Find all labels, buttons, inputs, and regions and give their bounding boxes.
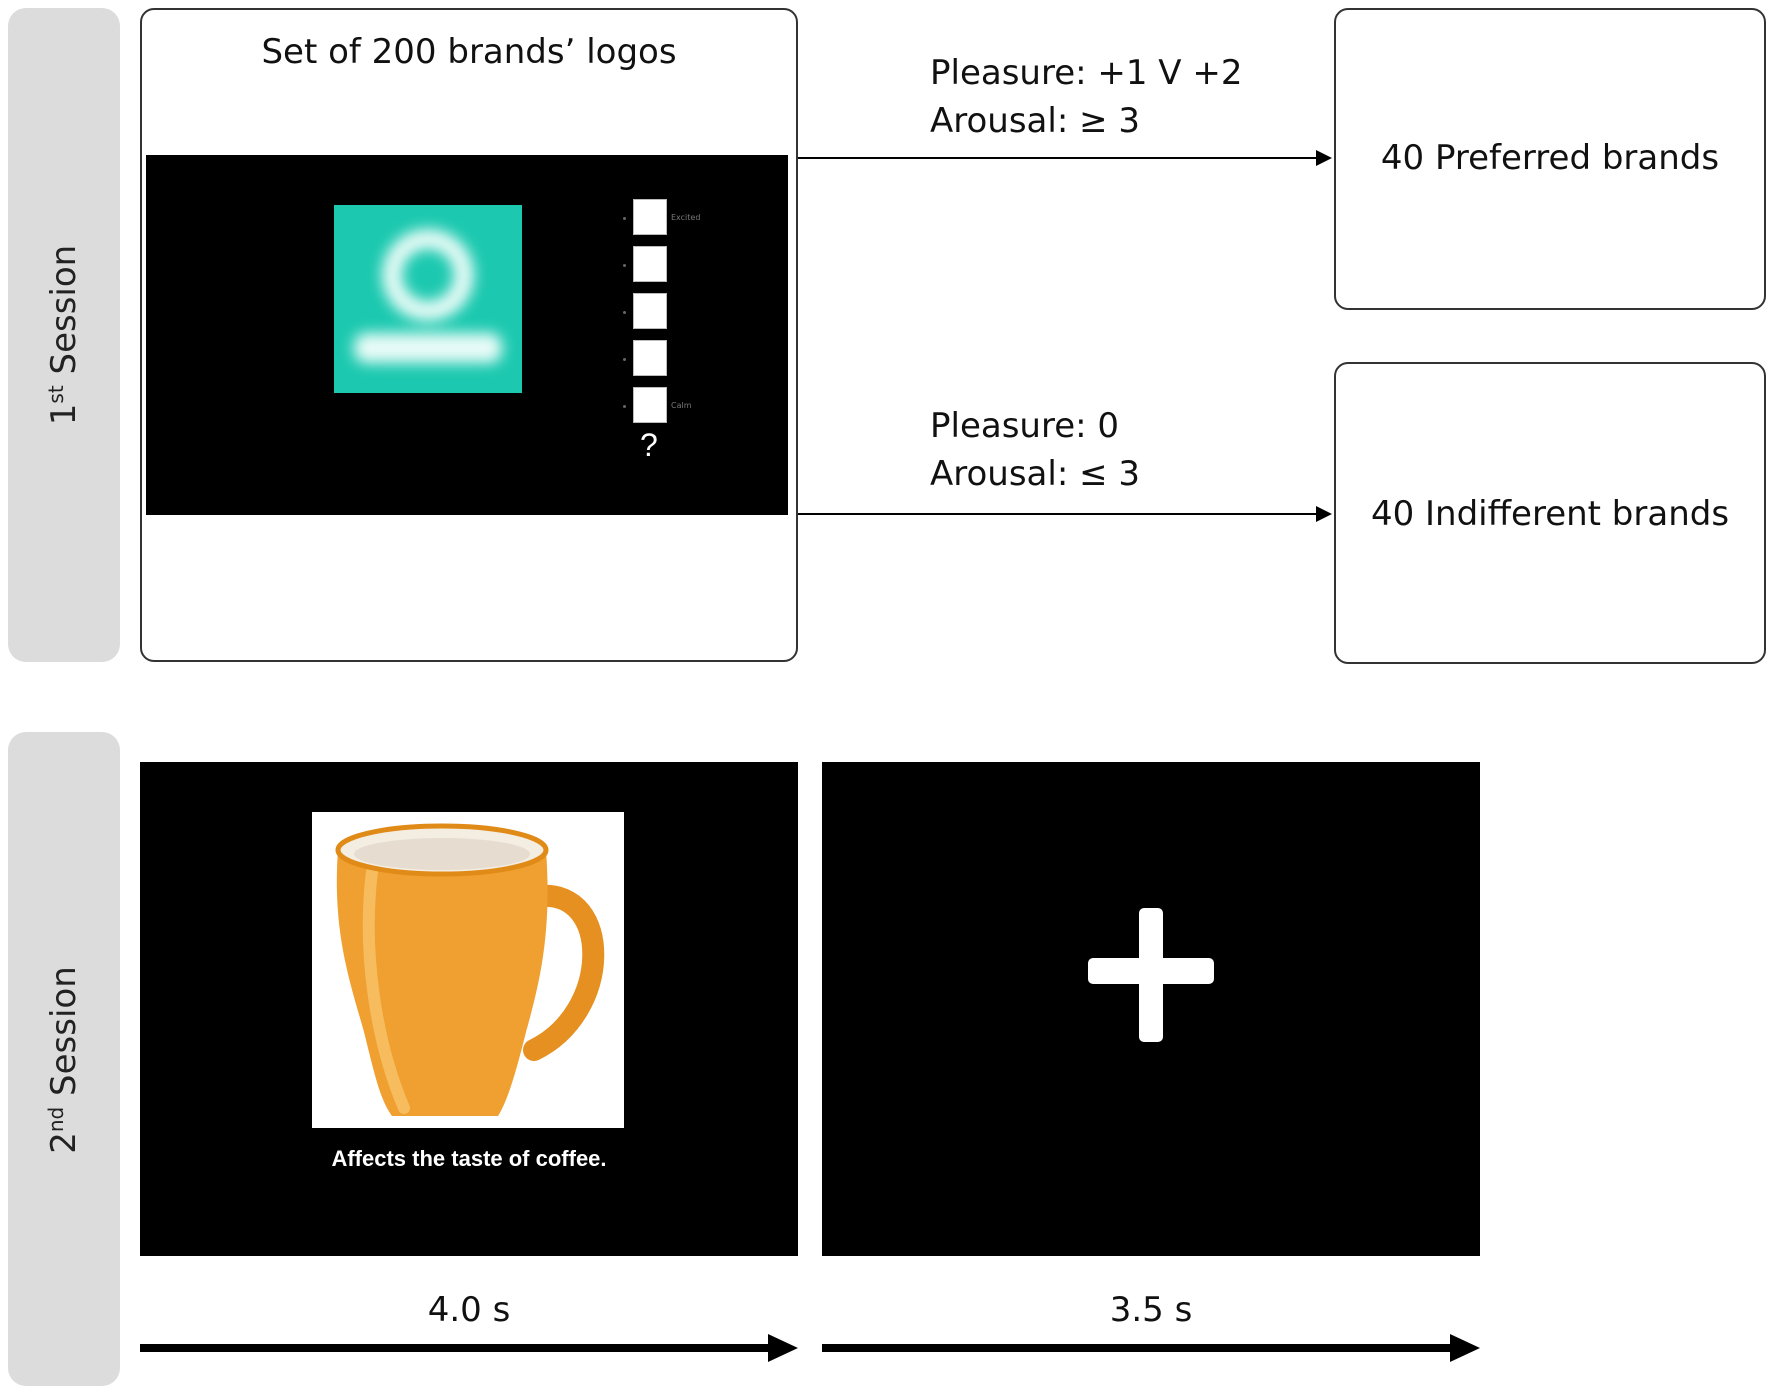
rating-screen: Excited Calm ? [146,155,788,515]
product-image [312,812,624,1128]
indifferent-brands-label: 40 Indifferent brands [1370,494,1730,534]
session1-band [8,8,120,662]
preferred-criteria-arousal: Arousal: ≥ 3 [930,101,1141,141]
fixation-cross-vertical [1139,908,1163,1042]
sam-radio-3[interactable] [623,311,626,314]
logo-mark-icon [354,229,502,363]
sam-top-label: Excited [671,213,701,222]
arrow-head-indifferent [1316,506,1332,522]
stimulus-duration: 4.0 s [427,1290,511,1330]
timeline-arrows [140,1334,1480,1362]
preferred-brands-box: 40 Preferred brands [1334,8,1766,310]
stimulus-caption: Affects the taste of coffee. [331,1146,607,1171]
session2-band [8,732,120,1386]
indifferent-criteria-pleasure: Pleasure: 0 [930,406,1120,446]
sam-radio-2[interactable] [623,264,626,267]
timeline-arrow-head-fixation [1450,1334,1480,1362]
preferred-criteria-pleasure: Pleasure: +1 V +2 [930,53,1243,93]
rating-question-mark: ? [640,427,658,463]
fixation-screen [822,762,1480,1256]
sam-radio-5[interactable] [623,405,626,408]
mug-icon [335,823,605,1116]
sam-figure-5[interactable] [633,387,667,423]
session1-arrows [798,150,1332,522]
timeline-arrow-head-stimulus [768,1334,798,1362]
indifferent-brands-box: 40 Indifferent brands [1334,362,1766,664]
arrow-head-preferred [1316,150,1332,166]
blurred-brand-logo [334,205,522,393]
logo-set-title: Set of 200 brands’ logos [261,32,677,72]
sam-figure-1[interactable] [633,199,667,235]
stimulus-screen: Affects the taste of coffee. [140,762,798,1256]
fixation-duration: 3.5 s [1109,1290,1193,1330]
sam-figure-4[interactable] [633,340,667,376]
sam-bottom-label: Calm [671,401,692,410]
sam-radio-1[interactable] [623,217,626,220]
sam-figure-2[interactable] [633,246,667,282]
preferred-brands-label: 40 Preferred brands [1380,138,1720,178]
sam-radio-4[interactable] [623,358,626,361]
indifferent-criteria-arousal: Arousal: ≤ 3 [930,454,1141,494]
session2-label: 2nd Session [43,966,85,1154]
sam-figure-3[interactable] [633,293,667,329]
